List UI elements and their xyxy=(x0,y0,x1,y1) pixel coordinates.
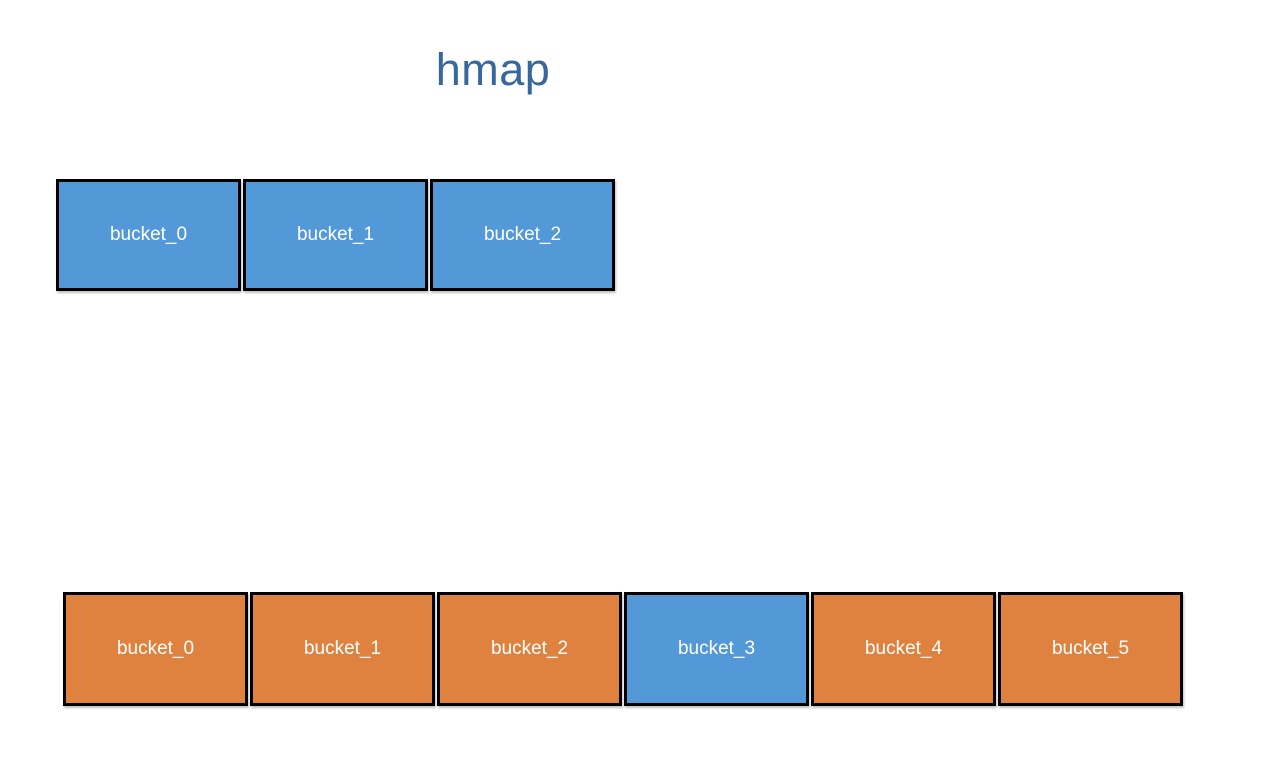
bucket-cell: bucket_5 xyxy=(998,592,1183,706)
bucket-label: bucket_2 xyxy=(483,224,562,245)
bucket-cell: bucket_4 xyxy=(811,592,996,706)
bucket-cell: bucket_1 xyxy=(243,179,428,291)
bucket-label: bucket_2 xyxy=(490,638,569,659)
bucket-cell: bucket_2 xyxy=(430,179,615,291)
bucket-label: bucket_3 xyxy=(677,638,756,659)
page-title: hmap xyxy=(435,44,551,95)
bucket-label: bucket_1 xyxy=(303,638,382,659)
bucket-label: bucket_5 xyxy=(1051,638,1130,659)
bucket-cell: bucket_2 xyxy=(437,592,622,706)
bucket-label: bucket_0 xyxy=(116,638,195,659)
hmap-row-small: bucket_0 bucket_1 bucket_2 xyxy=(56,179,615,291)
bucket-cell: bucket_1 xyxy=(250,592,435,706)
bucket-label: bucket_0 xyxy=(109,224,188,245)
bucket-cell: bucket_0 xyxy=(56,179,241,291)
hmap-row-large: bucket_0 bucket_1 bucket_2 bucket_3 bucket_4… xyxy=(63,592,1183,706)
bucket-label: bucket_4 xyxy=(864,638,943,659)
bucket-cell: bucket_0 xyxy=(63,592,248,706)
bucket-cell: bucket_3 xyxy=(624,592,809,706)
bucket-label: bucket_1 xyxy=(296,224,375,245)
